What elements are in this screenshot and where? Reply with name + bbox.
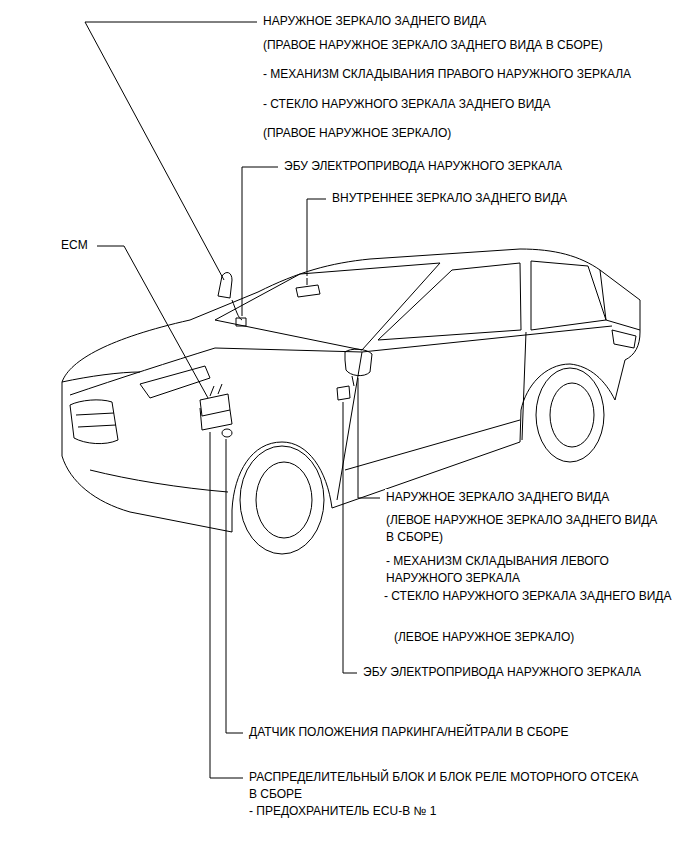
part-label: - ПРЕДОХРАНИТЕЛЬ ECU-B № 1: [248, 803, 437, 820]
part-label: (ПРАВОЕ НАРУЖНОЕ ЗЕРКАЛО ЗАДНЕГО ВИДА В …: [262, 37, 604, 54]
part-label: (ПРАВОЕ НАРУЖНОЕ ЗЕРКАЛО): [262, 125, 452, 142]
unit-label: ECM: [60, 237, 89, 254]
part-label: - МЕХАНИЗМ СКЛАДЫВАНИЯ ПРАВОГО НАРУЖНОГО…: [262, 66, 632, 83]
part-label: (ЛЕВОЕ НАРУЖНОЕ ЗЕРКАЛО ЗАДНЕГО ВИДА В С…: [385, 512, 669, 546]
part-label: НАРУЖНОЕ ЗЕРКАЛО ЗАДНЕГО ВИДА: [262, 13, 487, 30]
part-label: - СТЕКЛО НАРУЖНОГО ЗЕРКАЛА ЗАДНЕГО ВИДА: [262, 96, 552, 113]
part-label: ЭБУ ЭЛЕКТРОПРИВОДА НАРУЖНОГО ЗЕРКАЛА: [362, 664, 642, 681]
part-label: - МЕХАНИЗМ СКЛАДЫВАНИЯ ЛЕВОГО НАРУЖНОГО …: [385, 553, 669, 587]
part-label: НАРУЖНОЕ ЗЕРКАЛО ЗАДНЕГО ВИДА: [385, 489, 610, 506]
part-label: ЭБУ ЭЛЕКТРОПРИВОДА НАРУЖНОГО ЗЕРКАЛА: [283, 158, 563, 175]
part-label: ВНУТРЕННЕЕ ЗЕРКАЛО ЗАДНЕГО ВИДА: [331, 190, 568, 207]
part-label: (ЛЕВОЕ НАРУЖНОЕ ЗЕРКАЛО): [393, 629, 575, 646]
part-label: - СТЕКЛО НАРУЖНОГО ЗЕРКАЛА ЗАДНЕГО ВИДА: [383, 588, 685, 605]
part-label: РАСПРЕДЕЛИТЕЛЬНЫЙ БЛОК И БЛОК РЕЛЕ МОТОР…: [248, 769, 645, 803]
part-label: ДАТЧИК ПОЛОЖЕНИЯ ПАРКИНГА/НЕЙТРАЛИ В СБО…: [248, 724, 570, 741]
